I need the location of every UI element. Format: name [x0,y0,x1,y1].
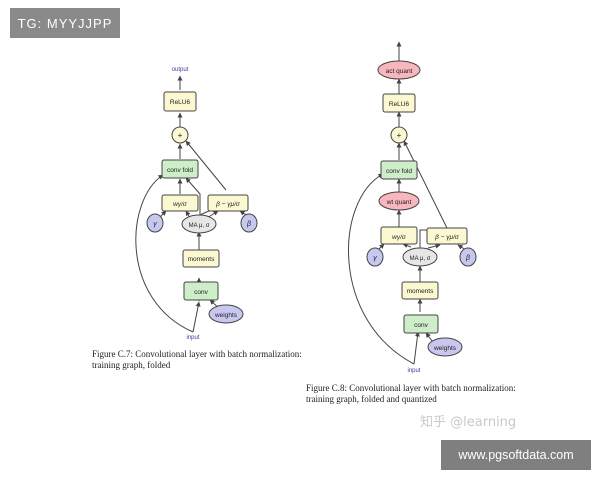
c8-wt-quant-node [378,191,420,211]
c8-add-node [390,126,408,144]
caption-figure-c8: Figure C.8: Convolutional layer with bat… [306,383,536,405]
caption-figure-c7: Figure C.7: Convolutional layer with bat… [92,349,322,371]
c7-beta-expr-label: β − γμ/σ [215,201,241,208]
c7-output-label: output [172,67,189,73]
c7-conv-fold-label: conv fold [167,167,193,174]
c7-gamma-label: γ [153,221,157,228]
c7-ma-node [181,214,217,234]
c8-conv-node [403,314,439,334]
c7-wscale-node [161,194,199,212]
c8-beta-label: β [465,255,470,262]
c7-conv-label: conv [194,289,208,296]
c8-weights-label: weights [433,345,457,352]
c7-relu-label: ReLU6 [170,99,191,106]
caption-c8-line2: training graph, folded and quantized [306,394,437,404]
c7-conv-node [183,281,219,301]
c8-conv-fold-node [380,160,418,180]
c8-input-label: input [407,368,420,374]
c8-wscale-label: wγ/σ [392,234,407,241]
c7-relu-node [163,91,197,112]
c7-gamma-node [146,213,164,233]
c8-act-quant-node [377,60,421,80]
c7-wscale-label: wγ/σ [173,201,188,208]
c7-moments-label: moments [188,256,215,263]
c8-act-quant-label: act quant [386,68,413,75]
c7-weights-label: weights [214,312,238,319]
zhihu-watermark: 知乎 @learning [420,415,517,430]
figure-c7-nodes: output ReLU6 + conv fold wγ/σ β − γμ/σ γ… [146,67,258,341]
c7-input-label: input [186,335,199,341]
c7-add-node [171,126,189,144]
caption-c8-line1: Figure C.8: Convolutional layer with bat… [306,383,516,393]
c8-ma-label: MA μ, σ [410,256,431,262]
c8-beta-expr-label: β − γμ/σ [434,234,460,241]
c8-moments-node [401,281,439,300]
c7-add-label: + [178,131,183,140]
c7-conv-fold-node [161,159,199,179]
watermark-top-left: TG: MYYJJPP [10,8,120,38]
figure-c8-nodes: act quant ReLU6 + conv fold wt quant wγ/… [366,60,477,374]
c8-weights-node [427,337,463,357]
c8-relu-label: ReLU6 [389,101,410,108]
c8-gamma-label: γ [373,255,377,262]
c7-beta-expr-node [207,194,249,212]
c8-moments-label: moments [407,288,434,295]
c8-beta-node [459,247,477,267]
caption-c7-line2: training graph, folded [92,360,171,370]
c8-wt-quant-label: wt quant [386,199,412,206]
c8-conv-label: conv [414,322,428,329]
c8-ma-node [402,247,438,267]
c8-gamma-node [366,247,384,267]
c8-conv-fold-label: conv fold [386,168,412,175]
c7-moments-node [182,249,220,268]
c7-weights-node [208,304,244,324]
c8-beta-expr-node [426,227,468,245]
c8-wscale-node [380,226,418,245]
caption-c7-line1: Figure C.7: Convolutional layer with bat… [92,349,302,359]
c7-ma-label: MA μ, σ [189,223,210,229]
c8-relu-node [382,93,416,113]
c8-add-label: + [397,131,402,140]
c7-beta-label: β [246,221,251,228]
figure-c8 [348,41,467,365]
watermark-bottom-right: www.pgsoftdata.com [441,440,591,470]
c7-beta-node [240,213,258,233]
